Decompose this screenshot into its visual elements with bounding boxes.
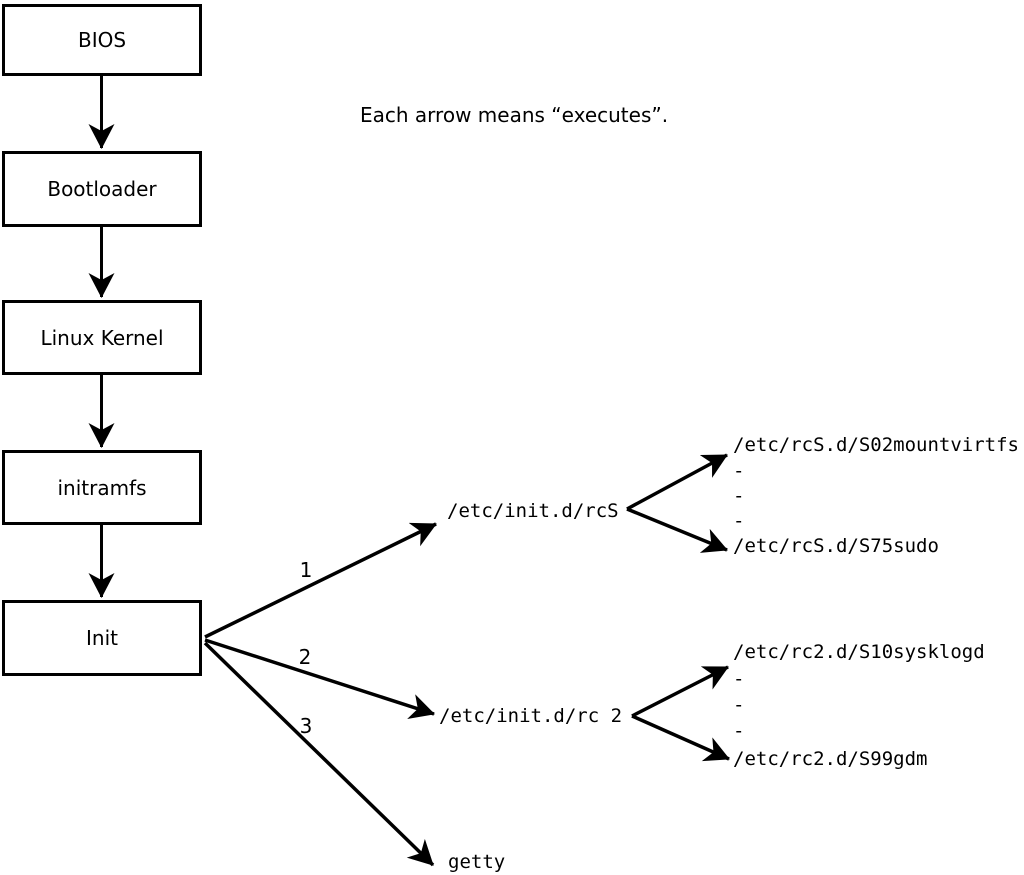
box-initramfs [2, 450, 202, 525]
box-init [2, 600, 202, 676]
rc2-script-label: /etc/init.d/rc 2 [439, 705, 622, 727]
arrow-rc2-to-s99gdm [631, 714, 730, 762]
box-linux-kernel-label: Linux Kernel [40, 326, 163, 350]
box-bios-label: BIOS [78, 28, 126, 52]
box-bootloader [2, 151, 202, 227]
box-bios [2, 4, 202, 76]
rc2-child-ellipsis-1: - [733, 668, 744, 690]
box-linux-kernel [2, 300, 202, 375]
arrow-init-to-rcs [204, 522, 437, 639]
rcs-child-s02mountvirtfs: /etc/rcS.d/S02mountvirtfs [733, 434, 1019, 456]
fan-label-3: 3 [300, 714, 313, 738]
note-arrow-meaning: Each arrow means “executes”. [360, 103, 668, 127]
arrow-rc2-to-s10sysklogd [631, 665, 729, 718]
rcs-child-ellipsis-2: - [733, 485, 744, 507]
rc2-child-s99gdm: /etc/rc2.d/S99gdm [733, 748, 927, 770]
fan-label-1: 1 [300, 558, 313, 582]
fan-label-2: 2 [299, 645, 312, 669]
arrow-rcs-to-s02mountvirtfs [626, 453, 728, 511]
arrow-init-to-getty [203, 641, 435, 867]
box-initramfs-label: initramfs [57, 476, 146, 500]
box-init-label: Init [86, 626, 118, 650]
rc2-child-s10sysklogd: /etc/rc2.d/S10sysklogd [733, 641, 985, 663]
rc2-child-ellipsis-3: - [733, 720, 744, 742]
rcs-child-s75sudo: /etc/rcS.d/S75sudo [733, 535, 939, 557]
arrow-init-to-rc2 [204, 638, 435, 719]
rcs-child-ellipsis-3: - [733, 510, 744, 532]
rcs-script-label: /etc/init.d/rcS [447, 500, 619, 522]
rcs-child-ellipsis-1: - [733, 460, 744, 482]
arrow-rcs-to-s75sudo [626, 507, 728, 553]
box-bootloader-label: Bootloader [47, 177, 157, 201]
rc2-child-ellipsis-2: - [733, 694, 744, 716]
getty-label: getty [448, 851, 505, 873]
